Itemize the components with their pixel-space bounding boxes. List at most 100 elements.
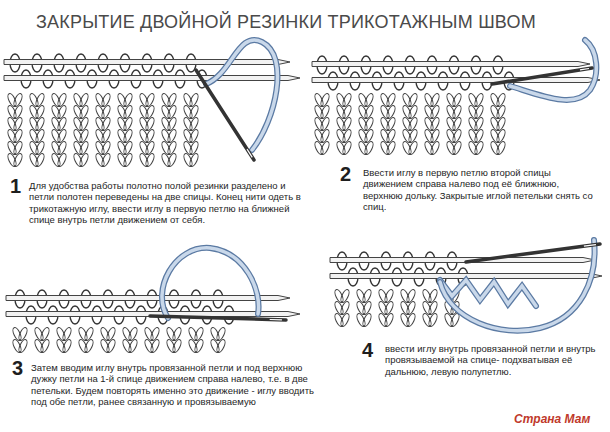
knit-stitch (429, 140, 440, 155)
knit-stitch (429, 116, 440, 131)
instruction-text: Ввести иглу в первую петлю второй спицы … (361, 166, 603, 214)
knit-stitch (182, 92, 193, 107)
knit-stitch (100, 116, 111, 131)
knit-stitch (56, 140, 67, 155)
knit-stitch (116, 152, 127, 167)
knit-stitch (407, 116, 418, 131)
knit-stitch (355, 300, 366, 315)
knit-stitch (166, 116, 177, 131)
knit-stitch (160, 104, 171, 119)
knit-stitch (12, 140, 23, 155)
knit-stitch (187, 338, 198, 353)
knit-stitch (333, 300, 344, 315)
knit-stitch (335, 104, 346, 119)
knit-stitch (385, 128, 396, 143)
yarn-strand (206, 40, 277, 150)
knit-stitch (193, 326, 204, 341)
needle-eye (247, 149, 252, 157)
knit-stitch (421, 288, 432, 303)
knit-stitch (171, 338, 182, 353)
knit-stitch (72, 152, 83, 167)
watermark: Страна Мам (512, 412, 592, 426)
knit-stitch (116, 104, 127, 119)
knit-stitch (165, 326, 176, 341)
knit-stitch (127, 326, 138, 341)
knit-stitch (401, 140, 412, 155)
knit-stitch (361, 288, 372, 303)
knit-stitch (188, 128, 199, 143)
knit-stitch (138, 104, 149, 119)
knit-stitch (357, 116, 368, 131)
knit-stitch (401, 116, 412, 131)
knit-stitch (421, 312, 432, 327)
knit-stitch (427, 300, 438, 315)
knit-stitch (12, 104, 23, 119)
knit-stitch (28, 92, 39, 107)
knit-stitch (188, 116, 199, 131)
instruction-text: Затем вводим иглу внутрь провязанной пет… (29, 361, 317, 409)
knit-stitch (215, 338, 226, 353)
yarn-strand (206, 40, 277, 150)
knit-stitch (423, 116, 434, 131)
knit-stitch (105, 326, 116, 341)
knit-stitch (94, 128, 105, 143)
knit-stitch (333, 288, 344, 303)
knit-stitch (313, 116, 324, 131)
knit-stitch (100, 104, 111, 119)
knit-stitch (166, 128, 177, 143)
knit-stitch (78, 116, 89, 131)
knit-stitch (341, 128, 352, 143)
knit-stitch (489, 104, 500, 119)
knit-stitch (171, 326, 182, 341)
step-3-illustration (6, 248, 300, 354)
knit-stitch (341, 140, 352, 155)
knit-stitch (405, 288, 416, 303)
knit-stitch (50, 92, 61, 107)
knit-stitch (160, 152, 171, 167)
knit-stitch (28, 104, 39, 119)
knit-stitch (355, 312, 366, 327)
knit-stitch (363, 92, 374, 107)
yarn-strand (510, 40, 596, 100)
knit-stitch (495, 140, 506, 155)
knit-stitch (116, 92, 127, 107)
knit-stitch (12, 92, 23, 107)
knit-stitch (445, 92, 456, 107)
knit-stitch (467, 128, 478, 143)
knit-stitch (34, 92, 45, 107)
knit-stitch (61, 326, 72, 341)
knit-stitch (451, 140, 462, 155)
knit-stitch (56, 92, 67, 107)
knit-stitch (94, 152, 105, 167)
knit-stitch (78, 140, 89, 155)
knit-stitch (379, 128, 390, 143)
knit-stitch (379, 104, 390, 119)
knit-stitch (385, 140, 396, 155)
knit-stitch (319, 92, 330, 107)
knit-stitch (72, 104, 83, 119)
knit-stitch (94, 92, 105, 107)
step-number: 4 (362, 340, 373, 360)
knit-stitch (11, 326, 22, 341)
knit-stitch (56, 152, 67, 167)
knit-stitch (467, 92, 478, 107)
knit-stitch (445, 116, 456, 131)
knit-stitch (143, 326, 154, 341)
step-number: 3 (12, 358, 23, 378)
knit-stitch (423, 92, 434, 107)
knit-stitch (357, 92, 368, 107)
knit-stitch (55, 338, 66, 353)
knit-stitch (160, 140, 171, 155)
yarn-strand (162, 248, 259, 318)
knit-stitch (363, 116, 374, 131)
knit-stitch (405, 300, 416, 315)
knit-stitch (489, 92, 500, 107)
instruction-text: Для удобства работы полотно полой резинк… (27, 179, 307, 227)
knit-stitch (6, 140, 17, 155)
knit-stitch (116, 140, 127, 155)
step-2-illustration (312, 40, 600, 156)
knit-stitch (335, 92, 346, 107)
knit-stitch (407, 128, 418, 143)
knit-stitch (473, 104, 484, 119)
